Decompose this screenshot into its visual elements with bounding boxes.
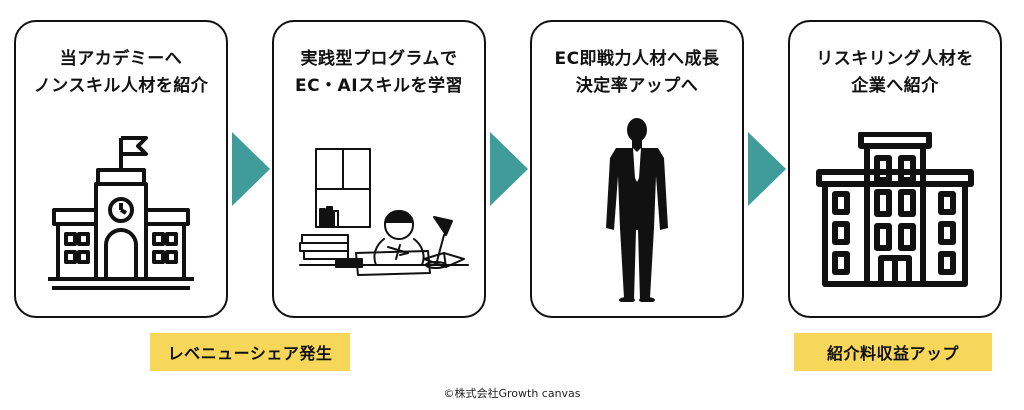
step-1-title: 当アカデミーへ ノンスキル人材を紹介 — [16, 46, 226, 100]
step-card-3: EC即戦力人材へ成長 決定率アップへ — [530, 20, 744, 318]
step-card-4: リスキリング人材を 企業へ紹介 — [788, 20, 1002, 318]
studying-person-icon — [299, 148, 469, 276]
arrow-icon-1 — [232, 132, 270, 206]
copyright-footer: ©株式会社Growth canvas — [443, 387, 581, 400]
step-4-title: リスキリング人材を 企業へ紹介 — [790, 46, 1000, 100]
step-1-line-2: ノンスキル人材を紹介 — [33, 76, 209, 96]
step-2-title: 実践型プログラムで EC・AIスキルを学習 — [274, 46, 484, 100]
step-4-line-1: リスキリング人材を — [816, 49, 974, 69]
step-1-line-1: 当アカデミーへ — [59, 49, 183, 69]
referral-fee-badge: 紹介料収益アップ — [794, 333, 992, 371]
arrow-icon-2 — [490, 132, 528, 206]
revenue-share-badge: レベニューシェア発生 — [150, 333, 350, 371]
step-2-line-2: EC・AIスキルを学習 — [294, 76, 464, 96]
step-2-line-1: 実践型プログラムで — [300, 49, 458, 69]
step-card-2: 実践型プログラムで EC・AIスキルを学習 — [272, 20, 486, 318]
step-3-title: EC即戦力人材へ成長 決定率アップへ — [532, 46, 742, 100]
businessman-silhouette-icon — [606, 118, 668, 302]
step-3-line-2: 決定率アップへ — [575, 76, 699, 96]
office-building-icon — [816, 132, 974, 287]
step-3-line-1: EC即戦力人材へ成長 — [554, 49, 720, 69]
step-card-1: 当アカデミーへ ノンスキル人材を紹介 — [14, 20, 228, 318]
school-icon — [48, 136, 194, 290]
arrow-icon-3 — [748, 132, 786, 206]
step-4-line-2: 企業へ紹介 — [851, 76, 939, 96]
